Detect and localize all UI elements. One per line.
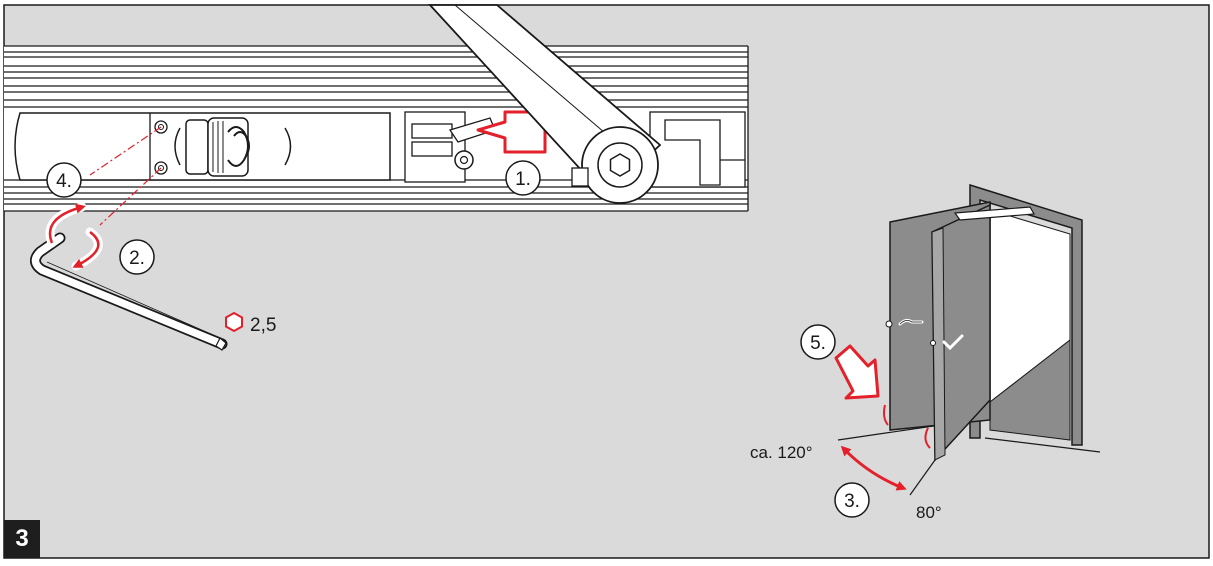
close-angle-label: 80° — [916, 503, 942, 522]
step-2-callout: 2. — [119, 239, 155, 275]
step-5-label: 5. — [810, 333, 826, 354]
open-angle-label: ca. 120° — [750, 443, 813, 462]
hex-key-size-label: 2,5 — [250, 315, 276, 336]
door-illustration — [834, 183, 1101, 496]
step-4-label: 4. — [56, 171, 72, 192]
step-1-label: 1. — [515, 169, 531, 190]
step-4-callout: 4. — [46, 162, 82, 198]
step-3-callout: 3. — [834, 482, 870, 518]
closer-rail-detail — [4, 45, 749, 226]
step-3-label: 3. — [844, 491, 860, 512]
hexagon-icon — [225, 311, 243, 333]
step-5-callout: 5. — [800, 324, 836, 360]
closer-arm — [427, 4, 662, 204]
figure-number-badge: 3 — [4, 520, 40, 558]
hex-key-tool — [30, 202, 228, 351]
step-1-callout: 1. — [505, 160, 541, 196]
step-2-label: 2. — [129, 248, 145, 269]
arm-hex-bolt-icon — [609, 153, 631, 177]
